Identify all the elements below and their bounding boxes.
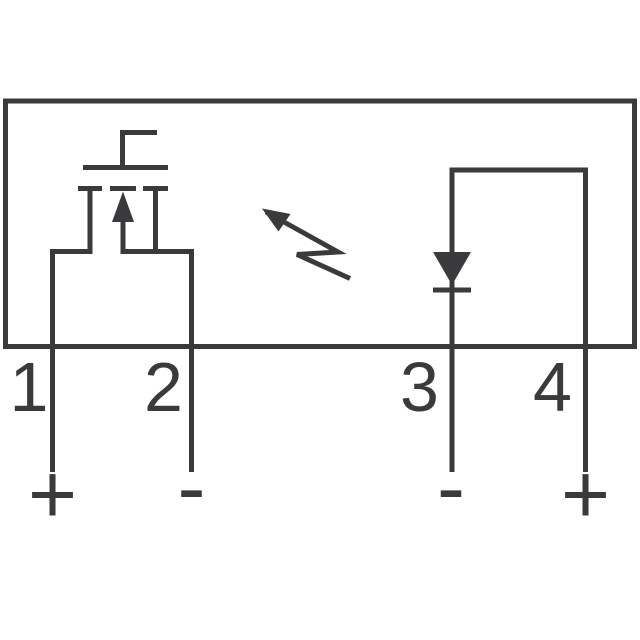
- pin4-polarity: +: [561, 447, 610, 541]
- pin2-label: 2: [144, 348, 183, 426]
- led-diode-symbol: [433, 167, 588, 472]
- body-arrow-icon: [112, 191, 134, 222]
- diode-triangle-icon: [433, 252, 471, 285]
- pin-number-labels: 1 2 3 4: [10, 348, 572, 426]
- diode-loop-wire: [449, 167, 588, 472]
- photomos-transistor-symbol: [50, 130, 194, 472]
- package-outline: [3, 98, 637, 349]
- pin1-wire: [50, 189, 93, 472]
- pin2-wire: [120, 219, 194, 472]
- pin1-polarity: +: [28, 447, 77, 541]
- gate-lead: [120, 130, 157, 168]
- pin3-label: 3: [400, 348, 439, 426]
- light-arrow-head-icon: [262, 208, 291, 232]
- light-arrow-shaft: [264, 209, 352, 281]
- light-coupling-arrow: [262, 208, 352, 281]
- pin2-polarity: -: [178, 440, 206, 534]
- pin4-label: 4: [533, 348, 572, 426]
- pin1-label: 1: [10, 348, 49, 426]
- pin3-polarity: -: [437, 440, 465, 534]
- polarity-labels: + - - +: [28, 440, 610, 541]
